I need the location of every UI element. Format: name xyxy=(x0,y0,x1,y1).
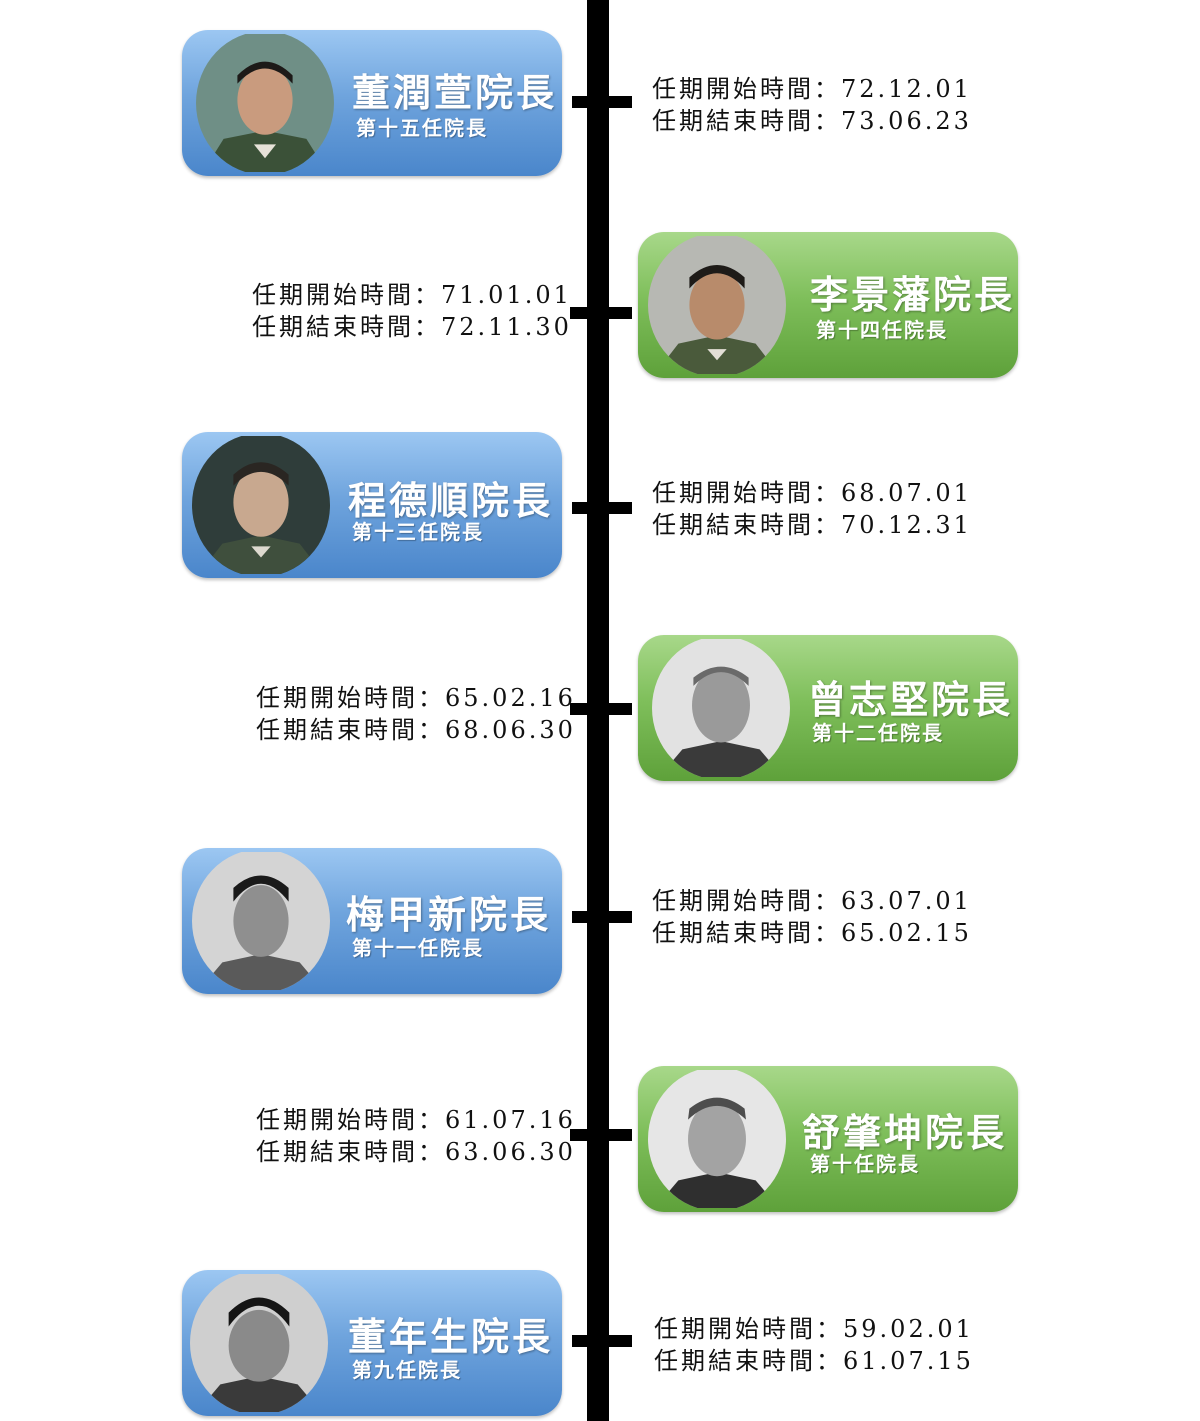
director-card: 李景藩院長 第十四任院長 xyxy=(638,232,1018,378)
term-dates: 任期開始時間：68.07.01 任期結束時間：70.12.31 xyxy=(652,477,972,541)
term-dates: 任期開始時間：63.07.01 任期結束時間：65.02.15 xyxy=(652,885,972,949)
director-name: 曾志堅院長 xyxy=(808,677,1014,722)
portrait-photo xyxy=(192,433,330,577)
end-date-row: 任期結束時間：63.06.30 xyxy=(256,1138,576,1166)
director-term: 第十一任院長 xyxy=(352,936,484,960)
portrait-photo xyxy=(192,849,330,993)
term-dates: 任期開始時間：71.01.01 任期結束時間：72.11.30 xyxy=(252,279,572,343)
end-date: 61.07.15 xyxy=(843,1347,974,1375)
director-term: 第十五任院長 xyxy=(356,116,488,140)
director-term: 第十三任院長 xyxy=(352,520,484,544)
timeline-tick xyxy=(572,911,632,923)
term-dates: 任期開始時間：65.02.16 任期結束時間：68.06.30 xyxy=(256,682,576,746)
start-date: 72.12.01 xyxy=(841,75,972,103)
timeline-tick xyxy=(572,502,632,514)
end-date: 72.11.30 xyxy=(441,313,572,341)
start-date-row: 任期開始時間：68.07.01 xyxy=(652,479,972,507)
start-date-row: 任期開始時間：65.02.16 xyxy=(256,684,576,712)
director-card: 舒肇坤院長 第十任院長 xyxy=(638,1066,1018,1212)
start-date-row: 任期開始時間：72.12.01 xyxy=(652,75,972,103)
director-card: 董潤萱院長 第十五任院長 xyxy=(182,30,562,176)
start-date-row: 任期開始時間：59.02.01 xyxy=(654,1315,974,1343)
director-term: 第十二任院長 xyxy=(812,721,944,745)
end-date-row: 任期結束時間：70.12.31 xyxy=(652,511,972,539)
director-card: 程德順院長 第十三任院長 xyxy=(182,432,562,578)
director-card: 董年生院長 第九任院長 xyxy=(182,1270,562,1416)
term-dates: 任期開始時間：59.02.01 任期結束時間：61.07.15 xyxy=(654,1313,974,1377)
end-date: 70.12.31 xyxy=(841,511,972,539)
director-card: 梅甲新院長 第十一任院長 xyxy=(182,848,562,994)
start-date: 71.01.01 xyxy=(441,281,572,309)
portrait-photo xyxy=(190,1271,328,1415)
end-date-row: 任期結束時間：68.06.30 xyxy=(256,716,576,744)
start-date-row: 任期開始時間：63.07.01 xyxy=(652,887,972,915)
portrait-photo xyxy=(652,636,790,780)
start-date: 65.02.16 xyxy=(445,684,576,712)
start-date: 63.07.01 xyxy=(841,887,972,915)
timeline-tick xyxy=(570,703,632,715)
director-term: 第十任院長 xyxy=(810,1152,920,1176)
timeline-tick xyxy=(572,96,632,108)
timeline-tick xyxy=(570,307,632,319)
director-term: 第九任院長 xyxy=(352,1358,462,1382)
end-date-row: 任期結束時間：73.06.23 xyxy=(652,107,972,135)
timeline-tick xyxy=(572,1335,632,1347)
portrait-photo xyxy=(196,31,334,175)
start-date-row: 任期開始時間：61.07.16 xyxy=(256,1106,576,1134)
start-date: 68.07.01 xyxy=(841,479,972,507)
director-name: 梅甲新院長 xyxy=(346,892,552,937)
portrait-photo xyxy=(648,233,786,377)
director-term: 第十四任院長 xyxy=(816,318,948,342)
end-date: 73.06.23 xyxy=(841,107,972,135)
start-date: 61.07.16 xyxy=(445,1106,576,1134)
director-card: 曾志堅院長 第十二任院長 xyxy=(638,635,1018,781)
timeline-tick xyxy=(570,1129,632,1141)
end-date-row: 任期結束時間：65.02.15 xyxy=(652,919,972,947)
end-date-row: 任期結束時間：72.11.30 xyxy=(252,313,572,341)
term-dates: 任期開始時間：61.07.16 任期結束時間：63.06.30 xyxy=(256,1104,576,1168)
director-name: 董年生院長 xyxy=(348,1314,554,1359)
director-name: 李景藩院長 xyxy=(810,272,1016,317)
director-name: 董潤萱院長 xyxy=(352,70,558,115)
term-dates: 任期開始時間：72.12.01 任期結束時間：73.06.23 xyxy=(652,73,972,137)
start-date: 59.02.01 xyxy=(843,1315,974,1343)
director-name: 程德順院長 xyxy=(348,478,554,523)
end-date: 68.06.30 xyxy=(445,716,576,744)
end-date-row: 任期結束時間：61.07.15 xyxy=(654,1347,974,1375)
end-date: 63.06.30 xyxy=(445,1138,576,1166)
end-date: 65.02.15 xyxy=(841,919,972,947)
portrait-photo xyxy=(648,1067,786,1211)
director-name: 舒肇坤院長 xyxy=(802,1110,1008,1155)
start-date-row: 任期開始時間：71.01.01 xyxy=(252,281,572,309)
